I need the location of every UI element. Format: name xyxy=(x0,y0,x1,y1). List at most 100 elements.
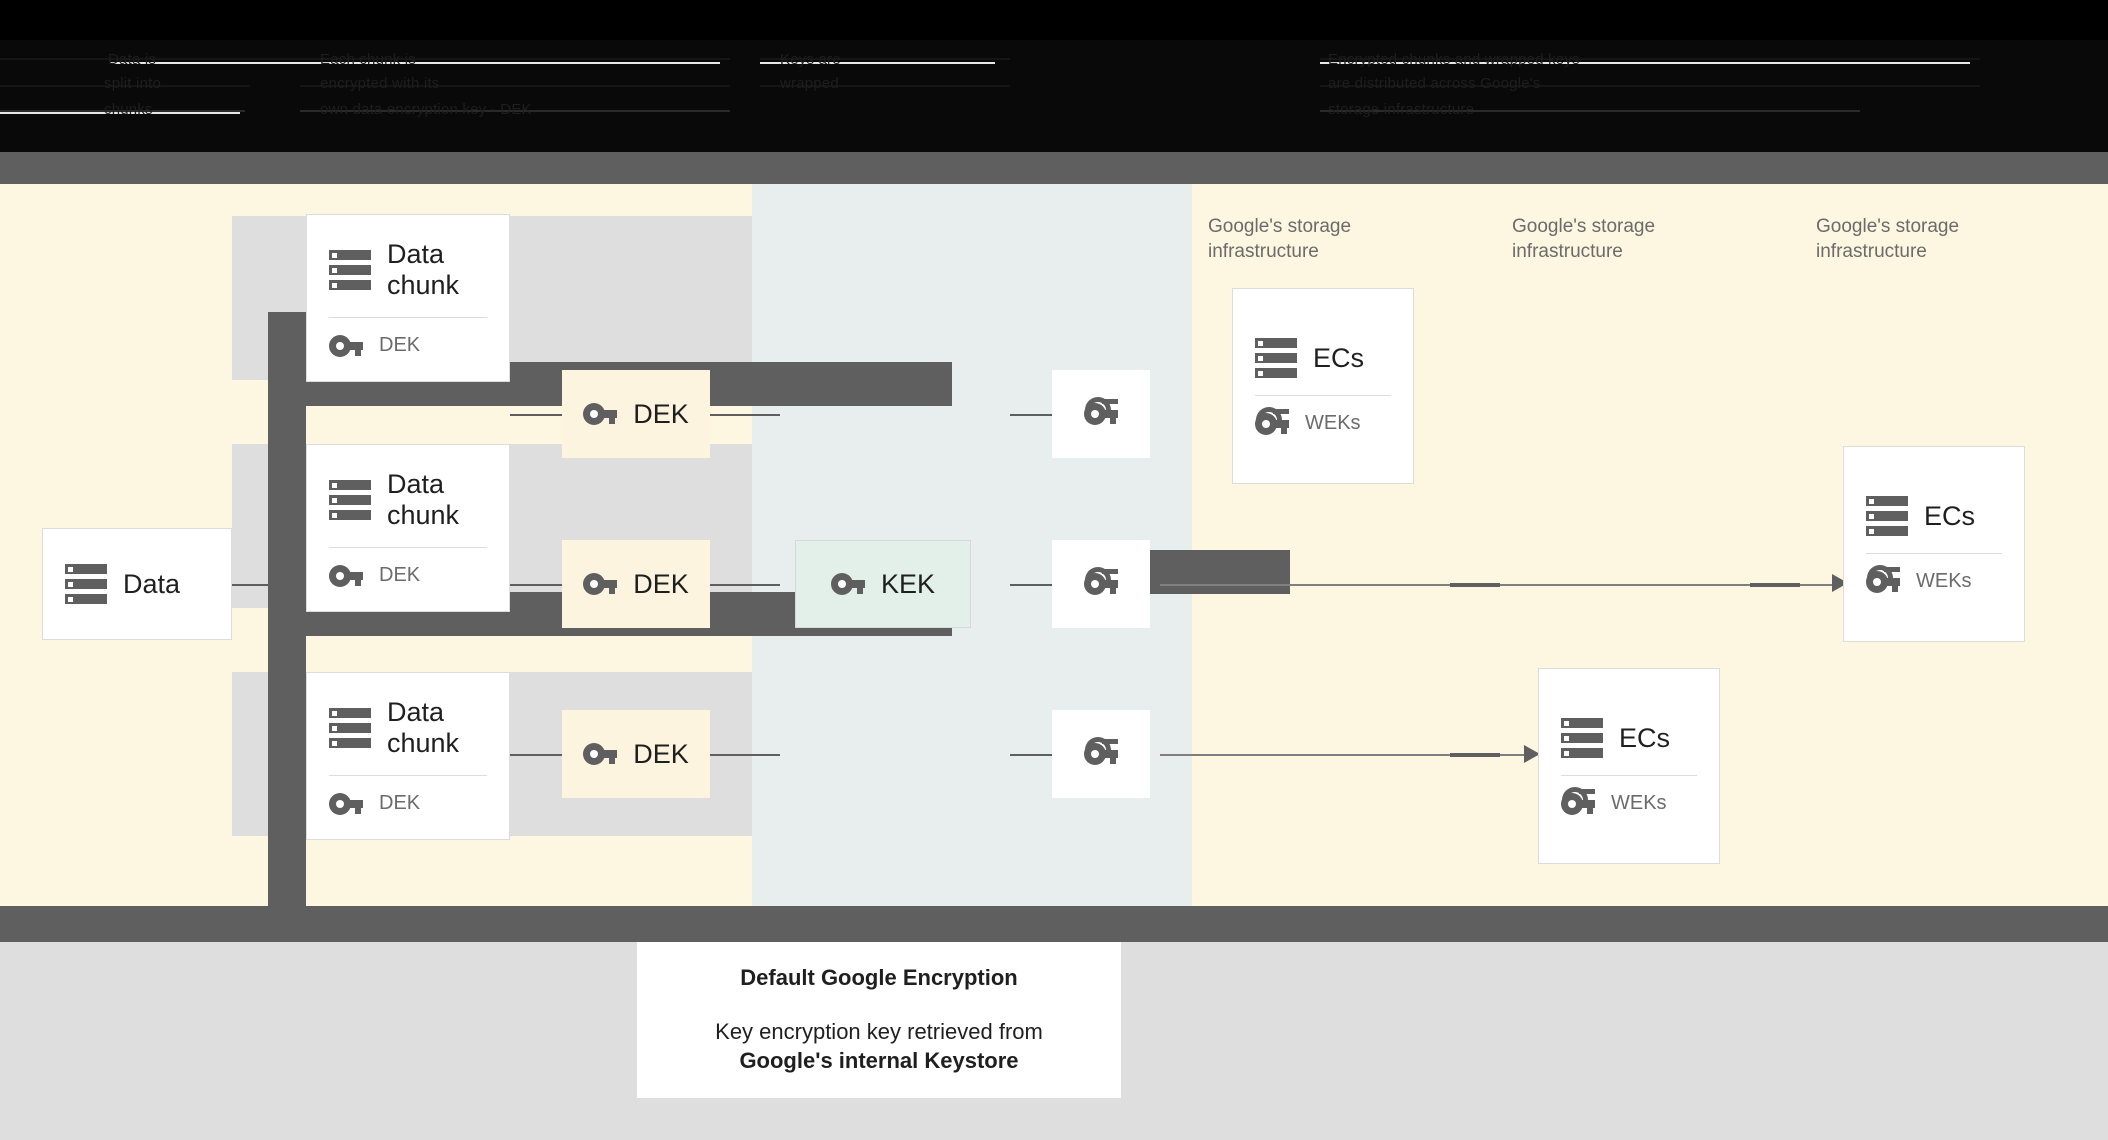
card-chunk-1-title: Data chunk xyxy=(387,239,460,300)
card-divider xyxy=(329,317,487,318)
infra-label-2: Google's storage infrastructure xyxy=(1512,216,1656,262)
obscured-header: Data is split into chunks Each chunk is … xyxy=(0,40,2108,152)
infra-label-1: Google's storage infrastructure xyxy=(1208,216,1352,262)
card-chunk-1-key-label: DEK xyxy=(379,334,421,356)
keybox-dek-3[interactable]: DEK xyxy=(562,710,710,798)
double-key-icon xyxy=(1866,564,1900,593)
server-icon xyxy=(329,479,371,521)
server-icon xyxy=(1255,337,1297,379)
header-line-6: own data encryption key - DEK xyxy=(320,101,532,118)
server-icon xyxy=(329,249,371,291)
arrowhead-ecs1 xyxy=(1220,564,1236,582)
card-chunk-2-key-label: DEK xyxy=(379,564,421,586)
card-data-chunk-2[interactable]: Data chunk DEK xyxy=(306,444,510,612)
diagram-canvas: Data Data chunk DEK Data chunk DEK xyxy=(0,184,2108,952)
caption-panel: Default Google Encryption Key encryption… xyxy=(637,942,1121,1098)
card-ecs-1[interactable]: ECs WEKs xyxy=(1232,288,1414,484)
key-icon xyxy=(830,573,865,595)
header-line-2: split into xyxy=(104,75,162,92)
card-chunk-2-key: DEK xyxy=(307,564,509,587)
card-ecs-2-key: WEKs xyxy=(1539,786,1719,815)
server-icon xyxy=(65,563,107,605)
card-divider xyxy=(1561,775,1697,776)
caption-line-1: Key encryption key retrieved from xyxy=(715,1019,1043,1044)
line-to-wek3 xyxy=(1010,754,1054,756)
line-data-to-bracket xyxy=(232,584,318,586)
keybox-dek-2-label: DEK xyxy=(633,568,689,599)
line-wek3-to-ecs2 xyxy=(1160,754,1530,756)
card-ecs-3-title: ECs xyxy=(1924,500,1976,531)
keybox-dek-1[interactable]: DEK xyxy=(562,370,710,458)
card-ecs-2-title: ECs xyxy=(1619,722,1671,753)
card-divider xyxy=(329,547,487,548)
card-data-chunk-3[interactable]: Data chunk DEK xyxy=(306,672,510,840)
line-wek3-seg xyxy=(1450,753,1500,757)
header-line-8: wrapped xyxy=(780,75,839,92)
header-line-5: encrypted with its xyxy=(320,75,440,92)
card-data-source-header: Data xyxy=(43,563,231,605)
card-divider xyxy=(1866,553,2002,554)
line-wek2-seg-b xyxy=(1750,583,1800,587)
double-key-icon xyxy=(1084,397,1118,425)
keybox-kek[interactable]: KEK xyxy=(795,540,971,628)
bottom-grey-band xyxy=(0,906,2108,942)
card-chunk-2-header: Data chunk xyxy=(307,469,509,531)
card-chunk-3-header: Data chunk xyxy=(307,697,509,759)
card-chunk-3-title: Data chunk xyxy=(387,697,460,758)
card-data-chunk-1[interactable]: Data chunk DEK xyxy=(306,214,510,382)
card-ecs-2-key-label: WEKs xyxy=(1611,792,1667,814)
arrowhead-ecs2 xyxy=(1524,745,1540,763)
key-icon xyxy=(329,564,363,587)
line-wek2-seg-a xyxy=(1450,583,1500,587)
double-key-icon xyxy=(1561,786,1595,815)
header-line-9: Encrypted chunks and wrapped keys xyxy=(1328,51,1580,68)
header-line-10: are distributed across Google's xyxy=(1328,75,1541,92)
card-ecs-3-header: ECs xyxy=(1844,495,2024,537)
card-ecs-1-title: ECs xyxy=(1313,342,1365,373)
double-key-icon xyxy=(1255,406,1289,435)
card-ecs-1-header: ECs xyxy=(1233,337,1413,379)
card-ecs-1-key: WEKs xyxy=(1233,406,1413,435)
keybox-wek-1[interactable] xyxy=(1052,370,1150,458)
key-icon xyxy=(329,792,363,815)
double-key-icon xyxy=(1084,567,1118,595)
server-icon xyxy=(1561,717,1603,759)
infra-label-3: Google's storage infrastructure xyxy=(1816,216,1960,262)
line-wek2-to-ecs3 xyxy=(1160,584,1840,586)
line-kek-to-wek2 xyxy=(1010,584,1054,586)
card-ecs-3-key: WEKs xyxy=(1844,564,2024,593)
keybox-dek-3-label: DEK xyxy=(633,738,689,769)
line-to-wek1 xyxy=(1010,414,1054,416)
top-black-band xyxy=(0,0,2108,40)
card-chunk-1-header: Data chunk xyxy=(307,239,509,301)
card-ecs-3[interactable]: ECs WEKs xyxy=(1843,446,2025,642)
card-data-source[interactable]: Data xyxy=(42,528,232,640)
key-icon xyxy=(583,573,618,595)
card-divider xyxy=(329,775,487,776)
key-icon xyxy=(329,334,363,357)
header-line-4: Each chunk is xyxy=(320,51,416,68)
card-chunk-1-key: DEK xyxy=(307,334,509,357)
caption-line-2: Google's internal Keystore xyxy=(739,1048,1019,1073)
server-icon xyxy=(329,707,371,749)
double-key-icon xyxy=(1084,737,1118,765)
card-chunk-3-key-label: DEK xyxy=(379,792,421,814)
card-ecs-2[interactable]: ECs WEKs xyxy=(1538,668,1720,864)
card-chunk-3-key: DEK xyxy=(307,792,509,815)
header-line-11: storage infrastructure xyxy=(1328,101,1475,118)
key-icon xyxy=(583,403,618,425)
keybox-wek-2[interactable] xyxy=(1052,540,1150,628)
card-ecs-1-key-label: WEKs xyxy=(1305,412,1361,434)
keybox-dek-1-label: DEK xyxy=(633,398,689,429)
keybox-wek-3[interactable] xyxy=(1052,710,1150,798)
header-line-7: Keys are xyxy=(780,51,841,68)
line-dek2-out xyxy=(710,584,780,586)
line-dek1-out xyxy=(710,414,780,416)
keybox-dek-2[interactable]: DEK xyxy=(562,540,710,628)
header-line-3: chunks xyxy=(104,101,153,118)
card-divider xyxy=(1255,395,1391,396)
line-chunk1-dek xyxy=(510,414,580,416)
line-chunk2-dek xyxy=(510,584,580,586)
top-grey-band xyxy=(0,152,2108,184)
card-chunk-2-title: Data chunk xyxy=(387,469,460,530)
